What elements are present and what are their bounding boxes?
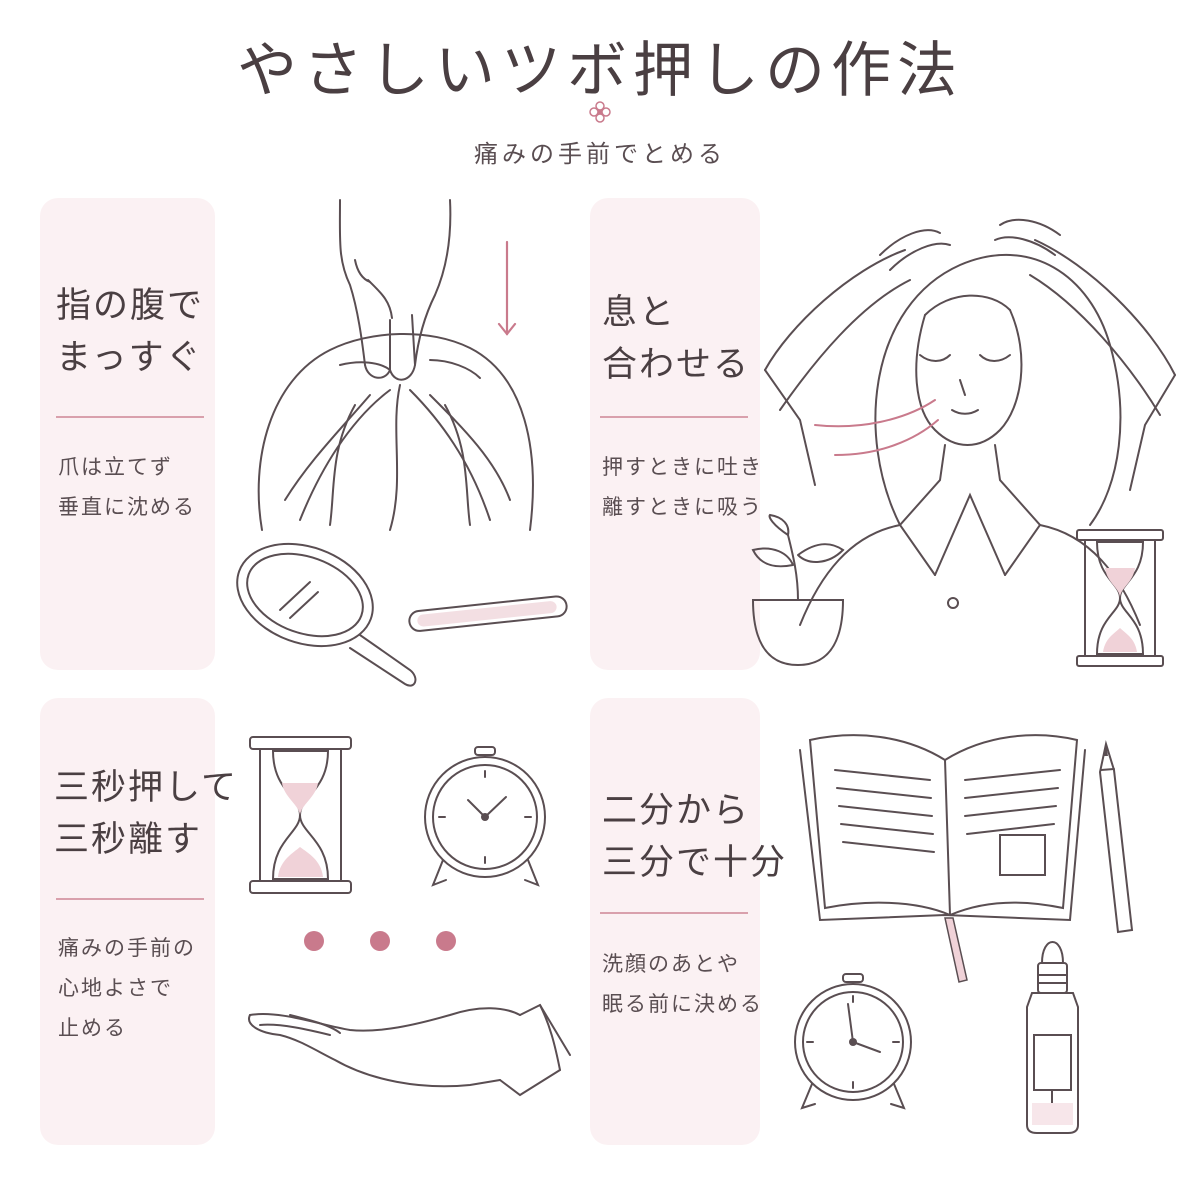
section-3-heading: 三秒押して 三秒離す <box>54 768 238 860</box>
open-notebook-icon <box>795 720 1090 985</box>
section-2-heading: 息と 合わせる <box>602 293 751 385</box>
alarm-clock-icon <box>418 745 553 890</box>
section-1-divider <box>56 416 204 418</box>
nail-file-icon <box>405 590 570 640</box>
pencil-icon <box>1098 742 1138 937</box>
hand-mirror-icon <box>230 540 430 690</box>
fingers-pressing-scalp-icon <box>240 200 560 540</box>
section-2-divider <box>600 416 748 418</box>
dropper-bottle-icon <box>1020 925 1085 1135</box>
hourglass-icon <box>1075 528 1165 668</box>
card-finger-pad <box>40 198 215 670</box>
open-palm-icon <box>240 985 570 1105</box>
section-4-divider <box>600 912 748 914</box>
section-1-body: 爪は立てず 垂直に沈める <box>58 455 196 519</box>
woman-scalp-massage-icon <box>760 195 1180 625</box>
section-3-body: 痛みの手前の 心地よさで 止める <box>58 936 196 1040</box>
section-3-divider <box>56 898 204 900</box>
hourglass-icon <box>248 735 353 895</box>
section-4-body: 洗顔のあとや 眠る前に決める <box>602 952 763 1016</box>
flower-ornament-icon <box>589 101 611 123</box>
section-2-body: 押すときに吐き 離すときに吸う <box>602 455 763 519</box>
breath-lines-icon <box>810 395 940 465</box>
card-three-seconds <box>40 698 215 1145</box>
alarm-clock-icon <box>790 972 920 1112</box>
three-dots-icon <box>304 931 456 951</box>
down-arrow-icon <box>495 240 519 340</box>
potted-plant-icon <box>748 515 848 670</box>
page-subtitle: 痛みの手前でとめる <box>474 140 726 168</box>
card-duration <box>590 698 760 1145</box>
section-1-heading: 指の腹で まっすぐ <box>56 286 205 378</box>
section-4-heading: 二分から 三分で十分 <box>602 791 788 883</box>
page-title: やさしいツボ押しの作法 <box>237 36 963 106</box>
card-breath <box>590 198 760 670</box>
